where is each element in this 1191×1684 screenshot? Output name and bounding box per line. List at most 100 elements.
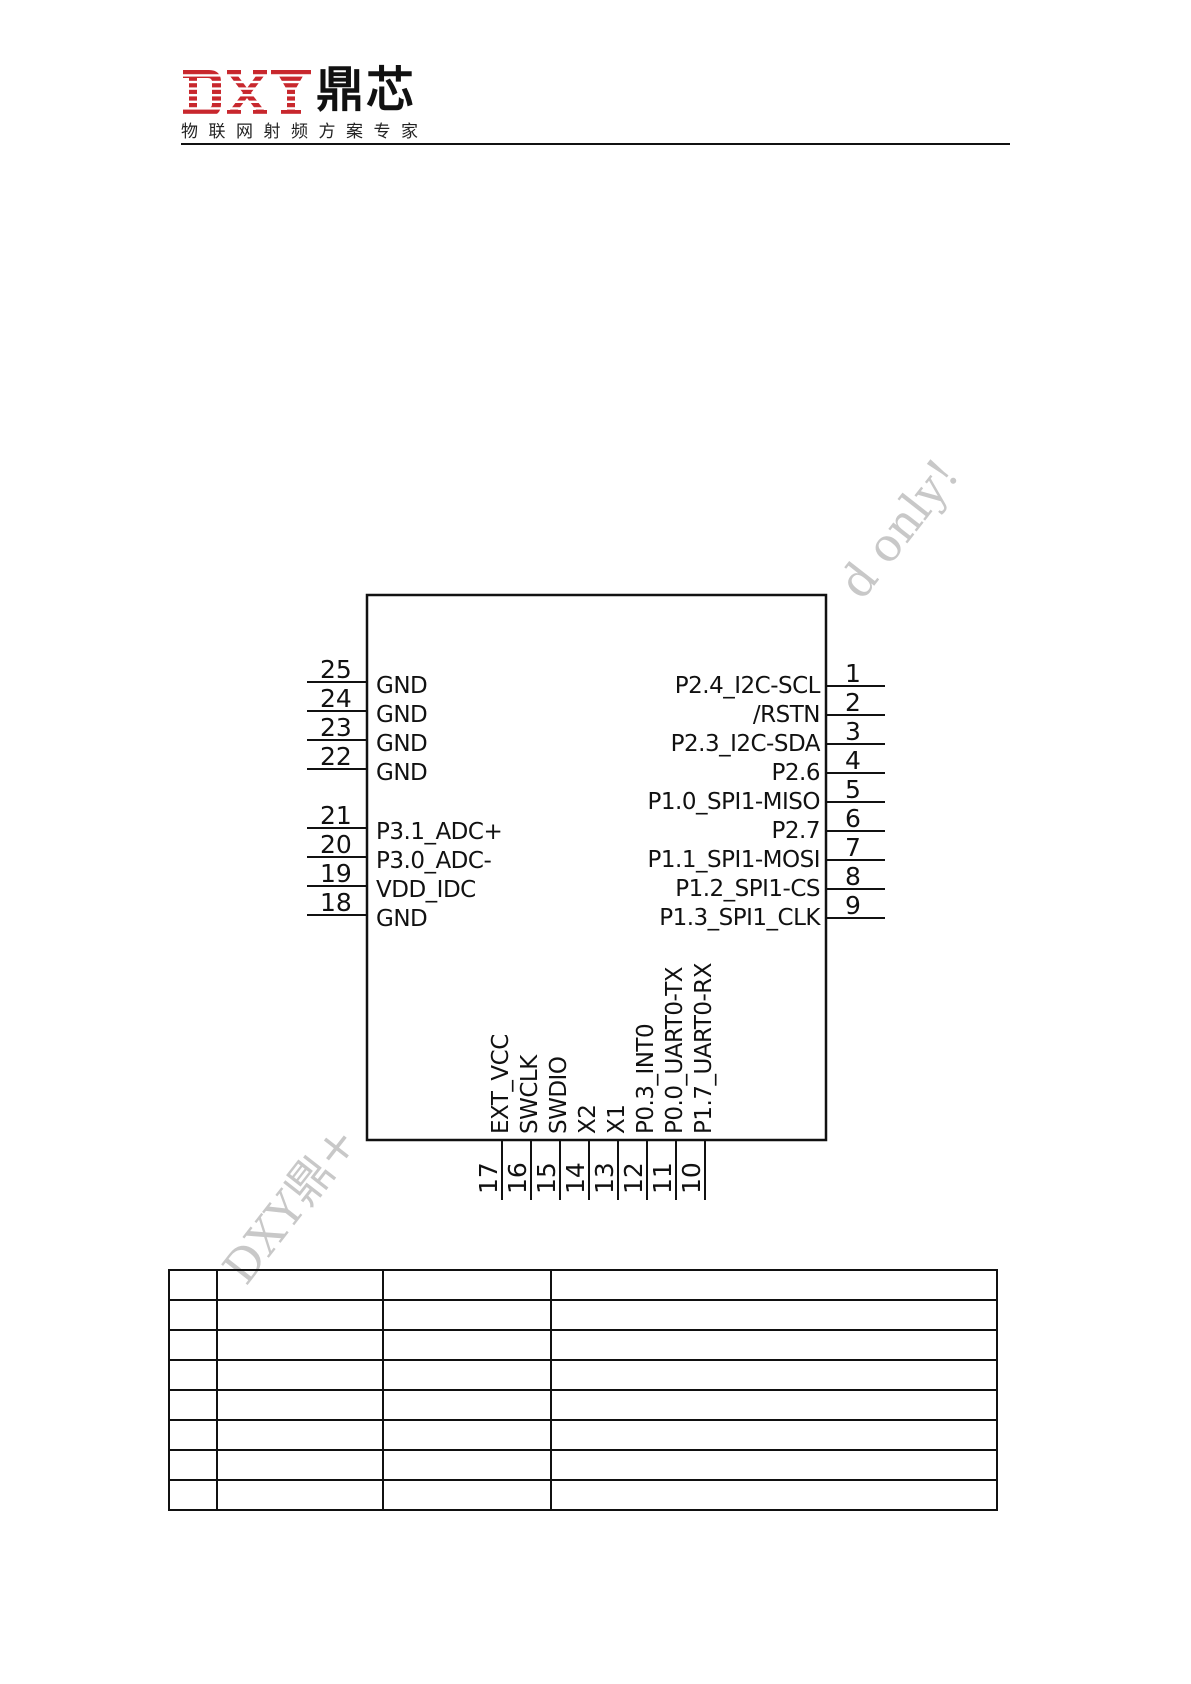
pin-number: 15	[532, 1162, 561, 1194]
pin-label: P3.0_ADC-	[376, 848, 492, 874]
table-cell	[168, 1359, 218, 1391]
pin-label: P1.7_UART0-RX	[691, 962, 717, 1134]
pin-label: SWCLK	[517, 1055, 543, 1134]
pin-label: P1.1_SPI1-MOSI	[647, 847, 821, 873]
pin-number: 12	[619, 1162, 648, 1194]
pin-label: /RSTN	[752, 702, 821, 728]
table-cell	[216, 1299, 384, 1331]
pin-number: 3	[845, 717, 861, 746]
table-cell	[168, 1449, 218, 1481]
pin-number: 9	[845, 891, 861, 920]
pin-label: P2.4_I2C-SCL	[674, 673, 821, 699]
table-cell	[550, 1419, 998, 1451]
table-row	[168, 1419, 998, 1451]
table-cell	[550, 1299, 998, 1331]
pin-label: P1.0_SPI1-MISO	[647, 789, 821, 815]
pin-number: 18	[320, 888, 352, 917]
pin-label: SWDIO	[546, 1056, 572, 1134]
pin-number: 20	[320, 830, 352, 859]
table-cell	[382, 1299, 552, 1331]
header-divider	[181, 143, 1010, 145]
pin-number: 25	[320, 655, 352, 684]
pin-number: 24	[320, 684, 352, 713]
pin-label: P0.0_UART0-TX	[662, 967, 688, 1134]
bottom-pin-lines	[501, 1140, 706, 1200]
pin-number: 21	[320, 801, 352, 830]
pin-number: 1	[845, 659, 861, 688]
table-cell	[382, 1419, 552, 1451]
pin-number: 19	[320, 859, 352, 888]
table-cell	[382, 1449, 552, 1481]
table-cell	[550, 1359, 998, 1391]
pin-number: 4	[845, 746, 861, 775]
table-cell	[216, 1269, 384, 1301]
table-cell	[216, 1359, 384, 1391]
table-cell	[550, 1479, 998, 1511]
table-cell	[382, 1359, 552, 1391]
chip-outline	[365, 593, 828, 1142]
pin-label: P2.7	[771, 818, 821, 844]
right-pin-lines	[826, 685, 885, 919]
table-cell	[550, 1269, 998, 1301]
table-cell	[168, 1269, 218, 1301]
table-cell	[168, 1299, 218, 1331]
logo-dxy-icon	[181, 70, 312, 116]
pin-number: 14	[561, 1162, 590, 1194]
table-cell	[382, 1329, 552, 1361]
pin-number: 7	[845, 833, 861, 862]
pin-label: P0.3_INT0	[633, 1023, 659, 1134]
table-cell	[550, 1329, 998, 1361]
table-row	[168, 1269, 998, 1301]
pin-label: X2	[575, 1104, 601, 1134]
pin-number: 6	[845, 804, 861, 833]
pin-label: P3.1_ADC+	[376, 819, 503, 845]
pin-number: 22	[320, 742, 352, 771]
table-row	[168, 1329, 998, 1361]
table-cell	[168, 1419, 218, 1451]
pin-number: 16	[503, 1162, 532, 1194]
pin-label: P2.3_I2C-SDA	[670, 731, 821, 757]
table-cell	[216, 1329, 384, 1361]
table-cell	[382, 1269, 552, 1301]
table-cell	[216, 1419, 384, 1451]
pin-number: 23	[320, 713, 352, 742]
pin-label: GND	[376, 673, 428, 699]
pin-label: P2.6	[771, 760, 821, 786]
pin-label: GND	[376, 702, 428, 728]
table-cell	[216, 1479, 384, 1511]
pin-label: P1.2_SPI1-CS	[675, 876, 820, 902]
table-row	[168, 1299, 998, 1331]
pin-number: 11	[648, 1162, 677, 1194]
pin-label: GND	[376, 760, 428, 786]
table-row	[168, 1359, 998, 1391]
table-cell	[216, 1389, 384, 1421]
pin-label: VDD_IDC	[376, 877, 476, 903]
table-cell	[168, 1329, 218, 1361]
pin-number: 17	[474, 1162, 503, 1194]
table-cell	[382, 1389, 552, 1421]
table-row	[168, 1449, 998, 1481]
table-cell	[216, 1449, 384, 1481]
pin-number: 10	[677, 1162, 706, 1194]
pin-label: X1	[604, 1104, 630, 1134]
pin-label: GND	[376, 906, 428, 932]
table-row	[168, 1389, 998, 1421]
pin-number: 2	[845, 688, 861, 717]
pin-label: P1.3_SPI1_CLK	[659, 905, 820, 931]
left-pin-lines	[307, 681, 367, 916]
table-cell	[168, 1389, 218, 1421]
pin-definition-table	[168, 1269, 998, 1511]
pin-number: 13	[590, 1162, 619, 1194]
table-row	[168, 1479, 998, 1511]
logo-tagline: 物联网射频方案专家	[181, 122, 429, 142]
table-cell	[382, 1479, 552, 1511]
table-cell	[550, 1449, 998, 1481]
table-cell	[168, 1479, 218, 1511]
table-cell	[550, 1389, 998, 1421]
pin-label: GND	[376, 731, 428, 757]
pin-label: EXT_VCC	[488, 1034, 514, 1134]
pin-number: 5	[845, 775, 861, 804]
logo-chinese-text: 鼎芯	[316, 62, 417, 118]
